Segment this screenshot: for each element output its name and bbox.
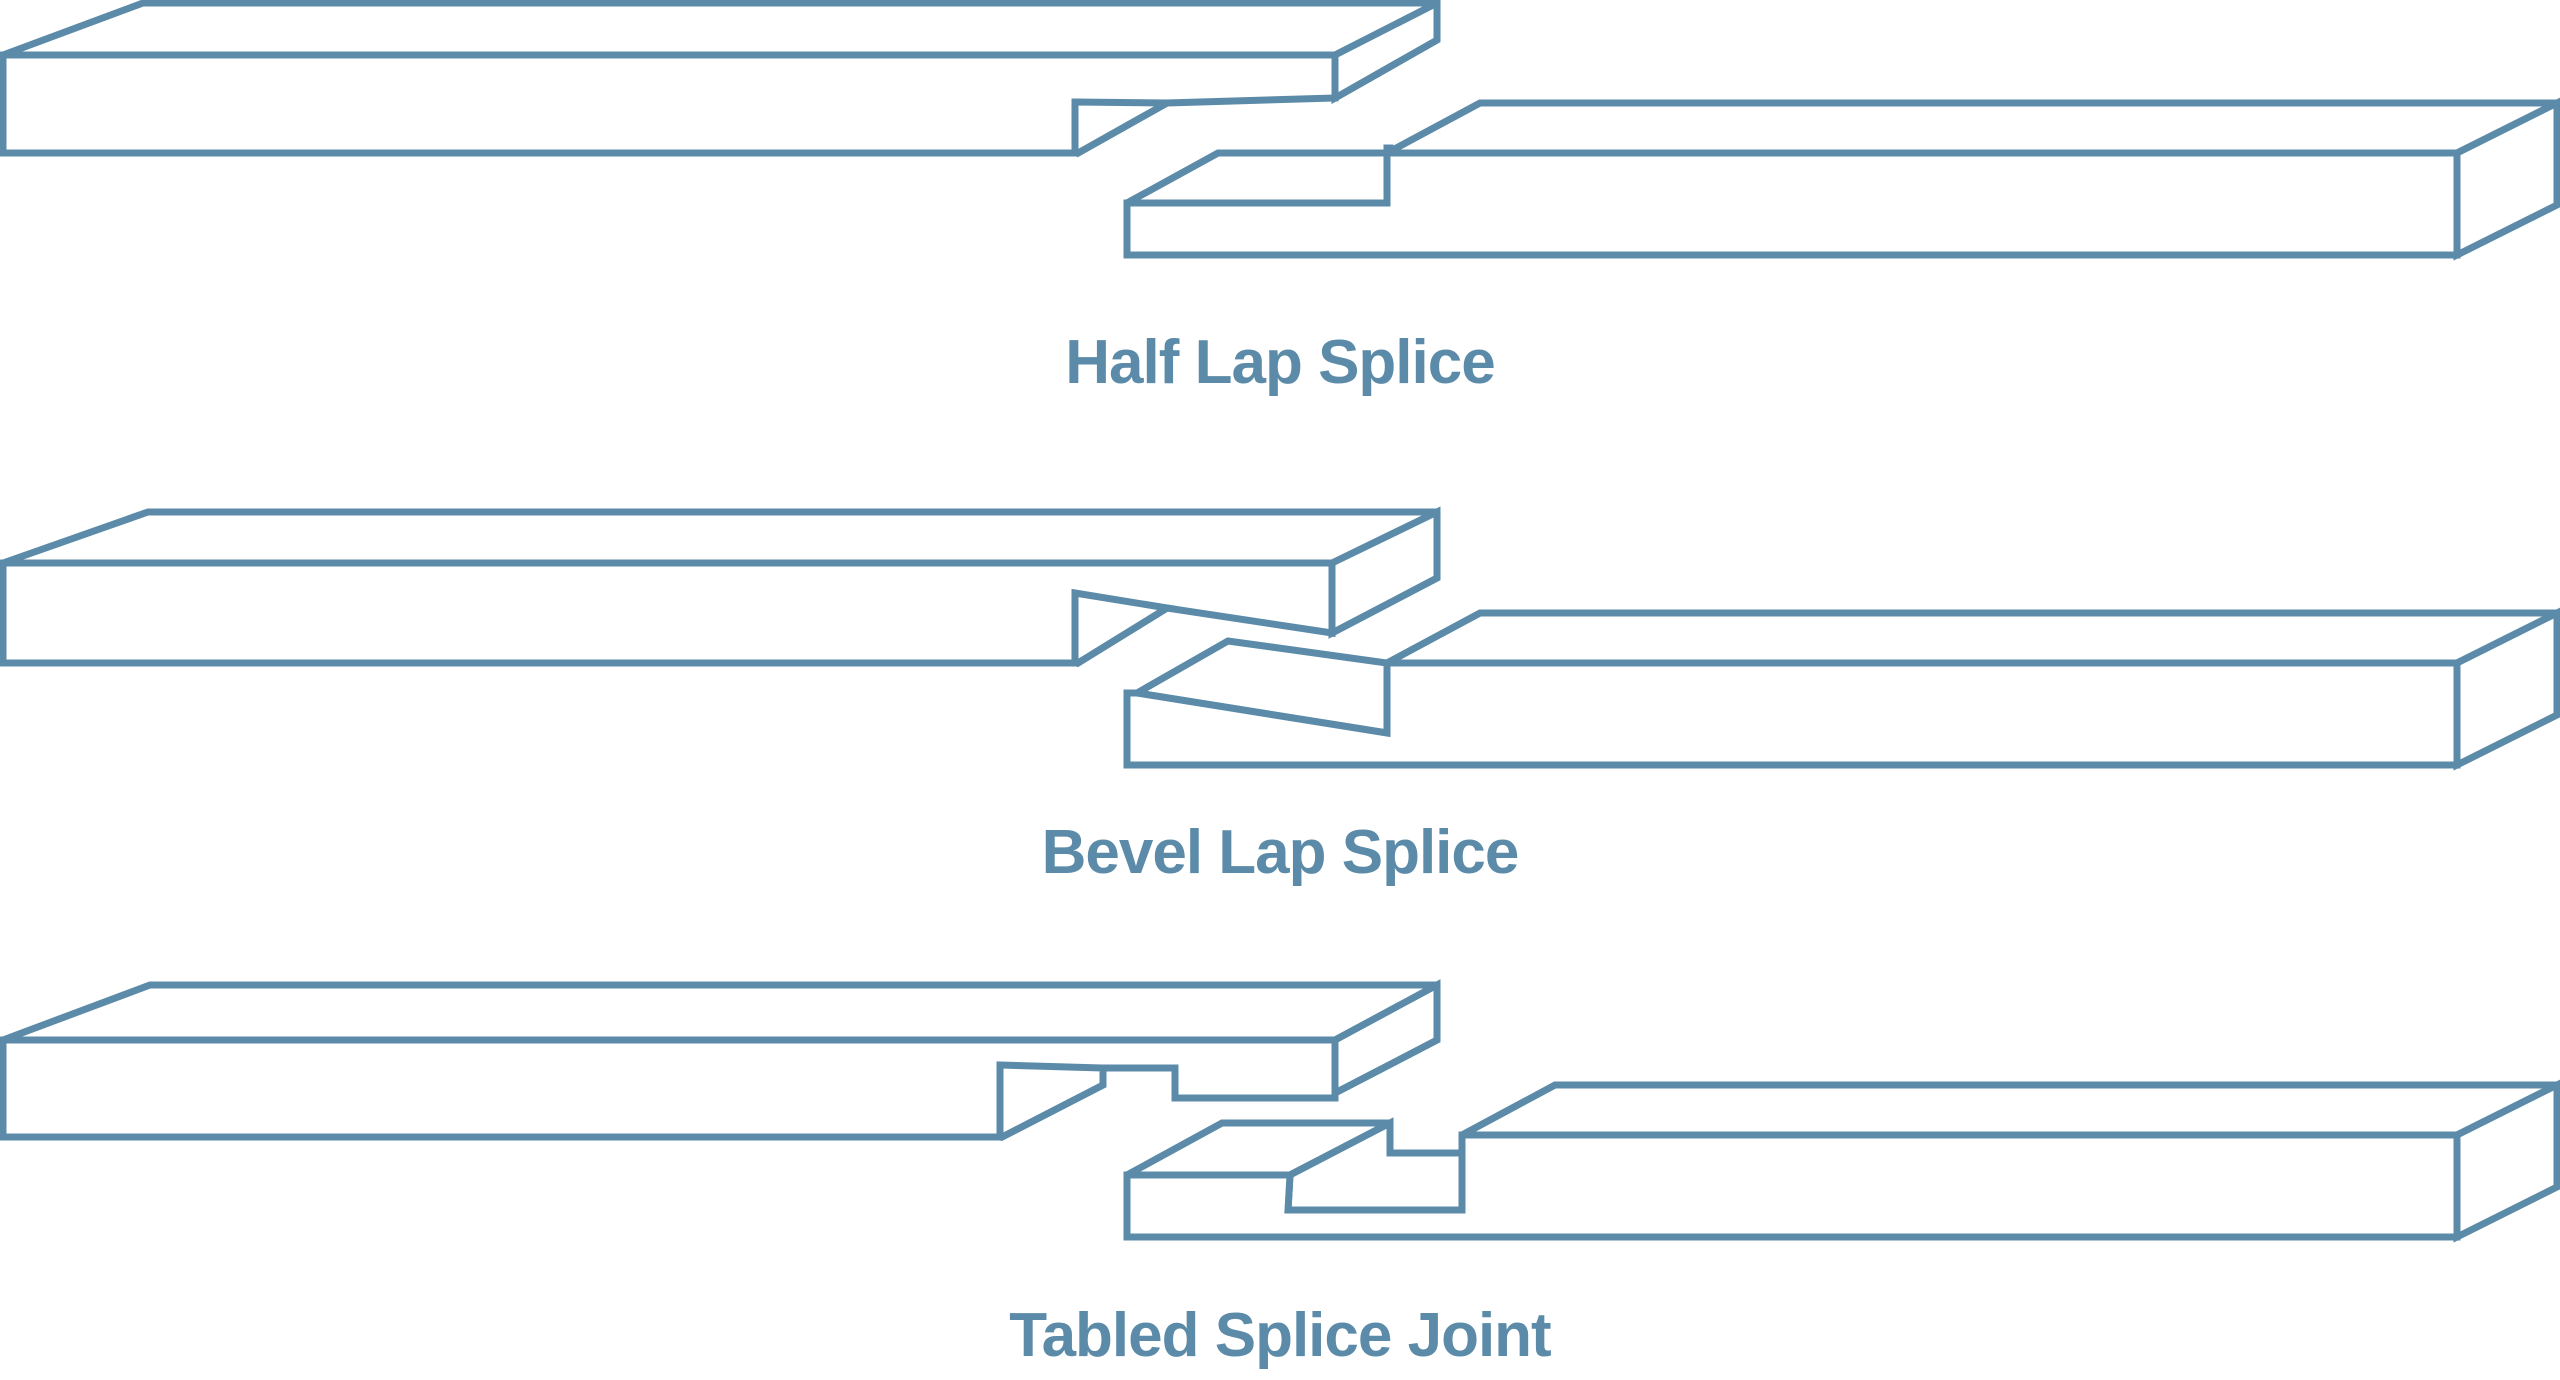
tabled-right-board <box>1123 1079 2560 1243</box>
half-lap-right-board-top <box>1385 99 2559 157</box>
half-lap-splice-figure <box>0 0 2560 261</box>
tabled-right-board-end <box>2453 1079 2560 1243</box>
half-lap-left-board <box>0 0 1441 158</box>
bevel-lap-right-board-end <box>2453 607 2560 771</box>
tabled-right-board-front <box>1123 1131 2461 1241</box>
tabled-splice-figure <box>0 979 2560 1243</box>
half-lap-right-board <box>1123 97 2560 261</box>
tabled-left-board-notch-cheek <box>996 1061 1107 1142</box>
bevel-lap-splice-caption: Bevel Lap Splice <box>1041 818 1520 887</box>
bevel-lap-left-board-end <box>1328 506 1441 639</box>
tabled-left-board-front <box>0 1036 1339 1141</box>
tabled-splice-joint-caption: Tabled Splice Joint <box>1009 1301 1551 1370</box>
tabled-left-board-end <box>1331 979 1441 1099</box>
tabled-right-board-top <box>1460 1081 2559 1139</box>
half-lap-right-board-tongue-top <box>1125 149 1391 207</box>
bevel-lap-right-board-front <box>1123 659 2461 769</box>
bevel-lap-left-board-bevel-cheek <box>1071 588 1177 668</box>
half-lap-splice-caption: Half Lap Splice <box>1065 328 1495 397</box>
bevel-lap-left-board <box>0 506 1441 668</box>
half-lap-left-board-end <box>1331 0 1441 105</box>
tabled-left-board <box>0 979 1441 1142</box>
half-lap-left-board-notch-cheek <box>1071 98 1181 158</box>
bevel-lap-splice-figure <box>0 506 2560 771</box>
half-lap-right-board-end <box>2453 97 2560 261</box>
bevel-lap-right-board-top <box>1385 609 2559 667</box>
bevel-lap-right-board <box>1123 607 2560 771</box>
